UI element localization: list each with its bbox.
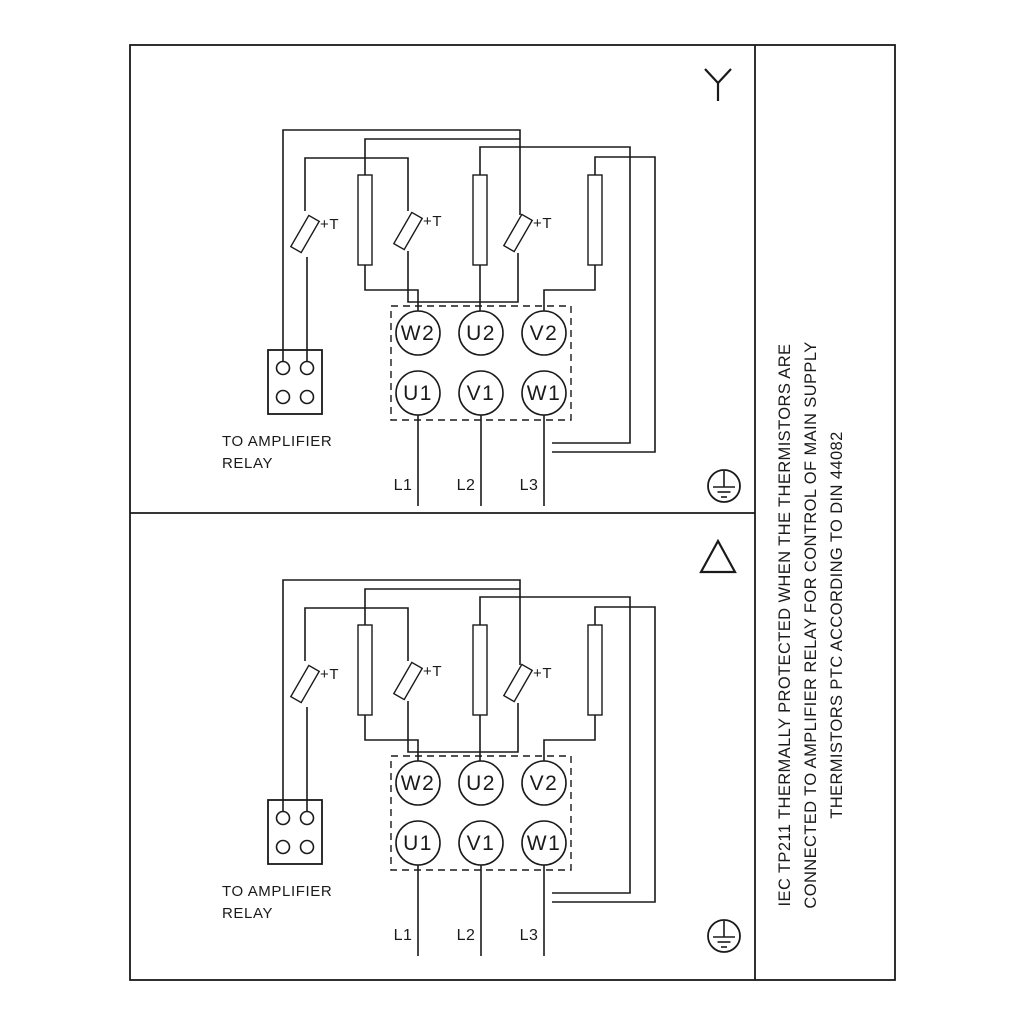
supply-label-l2: L2 <box>457 927 476 944</box>
thermistor-label: +T <box>533 215 552 232</box>
terminal-label-u2: U2 <box>466 772 496 795</box>
star-connection-icon <box>704 68 732 101</box>
delta-circuit <box>268 580 740 956</box>
terminal-label-w2: W2 <box>401 322 436 345</box>
terminal-label-w2: W2 <box>401 772 436 795</box>
supply-label-l2: L2 <box>457 477 476 494</box>
note-line-1: IEC TP211 THERMALLY PROTECTED WHEN THE T… <box>776 344 794 907</box>
terminal-label-u2: U2 <box>466 322 496 345</box>
supply-label-l3: L3 <box>520 927 539 944</box>
supply-label-l1: L1 <box>394 927 413 944</box>
thermistor-label: +T <box>533 665 552 682</box>
thermistor-label: +T <box>320 666 339 683</box>
note-line-2: CONNECTED TO AMPLIFIER RELAY FOR CONTROL… <box>802 341 820 908</box>
star-circuit <box>268 130 740 506</box>
note-line-3: THERMISTORS PTC ACCORDING TO DIN 44082 <box>828 431 846 818</box>
terminal-label-v1: V1 <box>467 382 496 405</box>
delta-connection-icon <box>699 538 737 574</box>
relay-caption-line1: TO AMPLIFIER <box>222 883 332 900</box>
terminal-label-v1: V1 <box>467 832 496 855</box>
terminal-label-w1: W1 <box>527 832 562 855</box>
terminal-label-u1: U1 <box>403 832 433 855</box>
terminal-label-u1: U1 <box>403 382 433 405</box>
thermistor-label: +T <box>320 216 339 233</box>
relay-caption-line2: RELAY <box>222 905 273 922</box>
terminal-label-v2: V2 <box>530 322 559 345</box>
side-note: IEC TP211 THERMALLY PROTECTED WHEN THE T… <box>776 341 846 908</box>
supply-label-l3: L3 <box>520 477 539 494</box>
thermistor-label: +T <box>423 213 442 230</box>
terminal-label-w1: W1 <box>527 382 562 405</box>
relay-caption-line2: RELAY <box>222 455 273 472</box>
terminal-label-v2: V2 <box>530 772 559 795</box>
thermistor-label: +T <box>423 663 442 680</box>
delta-connection-panel: +T +T +T W2 U2 V2 U1 V1 W1 L1 L2 L3 TO A… <box>222 538 740 956</box>
relay-caption-line1: TO AMPLIFIER <box>222 433 332 450</box>
supply-label-l1: L1 <box>394 477 413 494</box>
star-connection-panel: +T +T +T W2 U2 V2 U1 V1 W1 L1 L2 L3 TO A… <box>222 68 740 506</box>
